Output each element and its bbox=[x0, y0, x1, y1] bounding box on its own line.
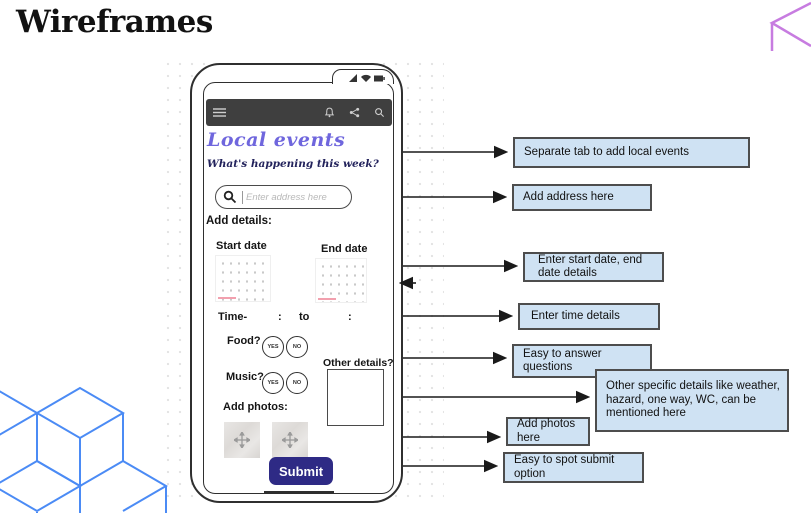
page-title: Wireframes bbox=[16, 4, 213, 40]
time-colon-start: : bbox=[278, 311, 282, 323]
food-no-button[interactable]: NO bbox=[286, 336, 308, 358]
battery-icon bbox=[374, 75, 385, 81]
bell-icon[interactable] bbox=[317, 107, 342, 118]
time-label: Time- bbox=[218, 311, 248, 323]
start-date-label: Start date bbox=[216, 240, 267, 252]
magnifier-icon bbox=[223, 190, 237, 204]
add-details-label: Add details: bbox=[206, 215, 272, 227]
annotation-easy-answer: Easy to answer questions bbox=[512, 344, 652, 378]
app-bar bbox=[206, 99, 392, 126]
annotation-separate-tab: Separate tab to add local events bbox=[513, 137, 750, 168]
search-icon[interactable] bbox=[367, 107, 392, 118]
address-search-input[interactable]: Enter address here bbox=[215, 185, 352, 209]
share-icon[interactable] bbox=[342, 107, 367, 118]
move-cross-icon bbox=[234, 432, 250, 448]
food-label: Food? bbox=[227, 335, 261, 347]
annotation-start-end-date: Enter start date, end date details bbox=[523, 252, 664, 282]
status-bar bbox=[332, 69, 394, 84]
other-details-label: Other details? bbox=[323, 357, 394, 369]
app-heading: Local events bbox=[207, 129, 346, 151]
move-cross-icon bbox=[282, 432, 298, 448]
annotation-add-photos: Add photos here bbox=[506, 417, 590, 446]
signal-icon bbox=[349, 74, 357, 82]
end-date-label: End date bbox=[321, 243, 368, 255]
end-date-calendar[interactable] bbox=[315, 258, 367, 303]
music-label: Music? bbox=[226, 371, 264, 383]
other-details-box[interactable] bbox=[327, 369, 384, 426]
search-placeholder: Enter address here bbox=[246, 191, 327, 203]
time-colon-end: : bbox=[348, 311, 352, 323]
submit-button[interactable]: Submit bbox=[269, 457, 333, 485]
annotation-submit-option: Easy to spot submit option bbox=[503, 452, 644, 483]
app-subheading: What's happening this week? bbox=[207, 158, 379, 170]
calendar-selection-mark bbox=[318, 297, 336, 300]
cube-decoration bbox=[0, 386, 168, 513]
calendar-selection-mark bbox=[218, 296, 236, 299]
text-cursor bbox=[242, 190, 243, 204]
annotation-time-details: Enter time details bbox=[518, 303, 660, 330]
photo-placeholder-1[interactable] bbox=[224, 422, 260, 458]
start-date-calendar[interactable] bbox=[215, 255, 271, 302]
food-yes-button[interactable]: YES bbox=[262, 336, 284, 358]
home-indicator bbox=[264, 491, 334, 494]
wifi-icon bbox=[361, 74, 371, 82]
photo-placeholder-2[interactable] bbox=[272, 422, 308, 458]
annotation-other-details: Other specific details like weather, haz… bbox=[595, 369, 789, 432]
corner-cube-decoration bbox=[769, 1, 811, 51]
time-to-label: to bbox=[299, 311, 310, 323]
annotation-add-address: Add address here bbox=[512, 184, 652, 211]
music-yes-button[interactable]: YES bbox=[262, 372, 284, 394]
add-photos-label: Add photos: bbox=[223, 401, 288, 413]
phone-mockup: Local events What's happening this week?… bbox=[190, 63, 403, 503]
menu-icon[interactable] bbox=[206, 108, 233, 117]
music-no-button[interactable]: NO bbox=[286, 372, 308, 394]
